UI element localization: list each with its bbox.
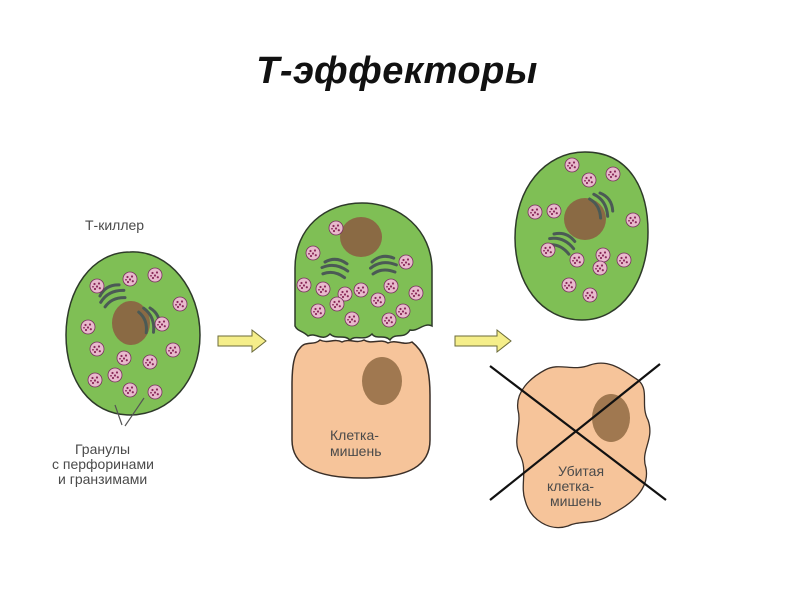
svg-text:Клетка-: Клетка-	[330, 427, 379, 443]
cross-icon	[489, 363, 667, 501]
target-cell: Клетка- мишень	[291, 339, 431, 479]
t-killer-label: Т-киллер	[85, 217, 144, 233]
svg-text:с перфоринами: с перфоринами	[52, 456, 154, 472]
granules-caption: Гранулы с перфоринами и гранзимами	[52, 441, 154, 487]
svg-text:Убитая: Убитая	[558, 463, 604, 479]
nucleus	[564, 198, 606, 240]
svg-text:клетка-: клетка-	[547, 478, 594, 494]
target-nucleus	[592, 394, 630, 442]
nucleus	[340, 217, 382, 257]
svg-text:и гранзимами: и гранзимами	[58, 471, 147, 487]
svg-text:мишень: мишень	[330, 443, 382, 459]
killed-target-cell: Убитая клетка- мишень	[516, 362, 651, 529]
t-killer-detached-cell	[514, 151, 649, 321]
slide-title: Т-эффекторы	[256, 50, 538, 92]
target-nucleus	[362, 357, 402, 405]
right-arrow-icon	[217, 328, 267, 354]
t-killer-attacking-cell	[294, 202, 433, 342]
svg-text:мишень: мишень	[550, 493, 602, 509]
t-killer-cell	[65, 251, 201, 427]
right-arrow-icon	[454, 328, 512, 354]
svg-text:Гранулы: Гранулы	[75, 441, 130, 457]
